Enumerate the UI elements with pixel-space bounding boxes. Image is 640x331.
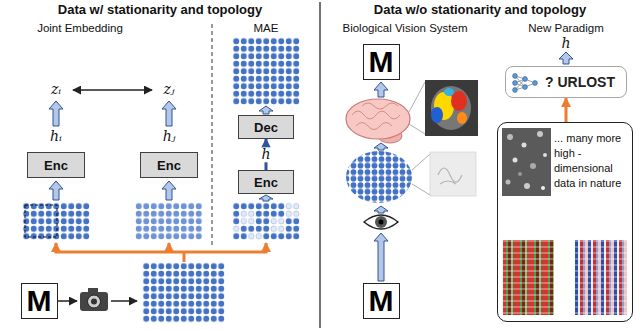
camera-icon [80,288,108,311]
network-icon [511,71,539,95]
arrow [111,300,137,302]
retina-cells [344,150,416,206]
node-text: Enc [254,175,278,190]
orange-arrows [55,243,268,262]
model-box: ? URLOST [505,66,627,98]
panel-heading: Data w/ stationarity and topology [58,3,262,18]
node-text: ... many more high -dimensional data in … [554,131,626,190]
math-symbol: h [561,35,570,51]
dashed-divider [212,24,213,245]
block-arrows [49,52,573,281]
heatmap [503,240,554,315]
letter-image: M [363,283,400,319]
arrow [58,300,77,302]
double-arrow [73,89,152,91]
math-symbol: hⱼ [163,128,176,144]
math-symbol: zⱼ [163,81,174,97]
divider-line [319,2,321,328]
encoder-box: Enc [27,152,85,178]
letter-image: M [363,44,400,80]
node-text: M [369,47,394,77]
data-panel: ... many more high -dimensional data in … [497,122,633,322]
panel-heading: Data w/o stationarity and topology [374,3,586,18]
section-label: MAE [254,22,279,35]
node-text: M [369,286,394,316]
calcium-image [502,128,551,196]
mask-patches [233,203,301,241]
leader-line [409,124,425,134]
edge-label: h [259,147,272,162]
decoder-box: Dec [238,115,294,139]
retina-inset [430,152,476,196]
fmri-inset [425,80,478,136]
section-label: Joint Embedding [37,22,123,35]
brain-illustration [346,99,410,143]
leader-line [412,154,430,170]
pixel-grid [233,38,301,106]
pixel-grid [135,203,203,241]
encoder-box: Enc [238,170,294,194]
letter-image: M [21,283,58,319]
pixel-grid [23,203,91,241]
heatmap-texture [503,240,554,315]
section-label: New Paradigm [528,22,603,35]
node-text: M [27,286,52,316]
section-label: Biological Vision System [342,22,467,35]
connector-arrow [565,98,568,122]
leader-line [412,184,430,195]
node-text: Enc [157,158,181,173]
node-text: Enc [44,158,68,173]
node-text: ? URLOST [545,74,615,90]
leader-line [409,82,425,112]
encoder-box: Enc [140,152,198,178]
masked-grid [233,203,301,241]
node-text: Dec [254,120,278,135]
math-symbol: zᵢ [51,81,61,97]
crop-box [25,205,57,237]
heatmap-texture [575,240,627,315]
eye-icon [364,215,398,229]
pixel-grid [143,263,226,323]
math-symbol: hᵢ [50,128,62,144]
heatmap [575,240,627,315]
